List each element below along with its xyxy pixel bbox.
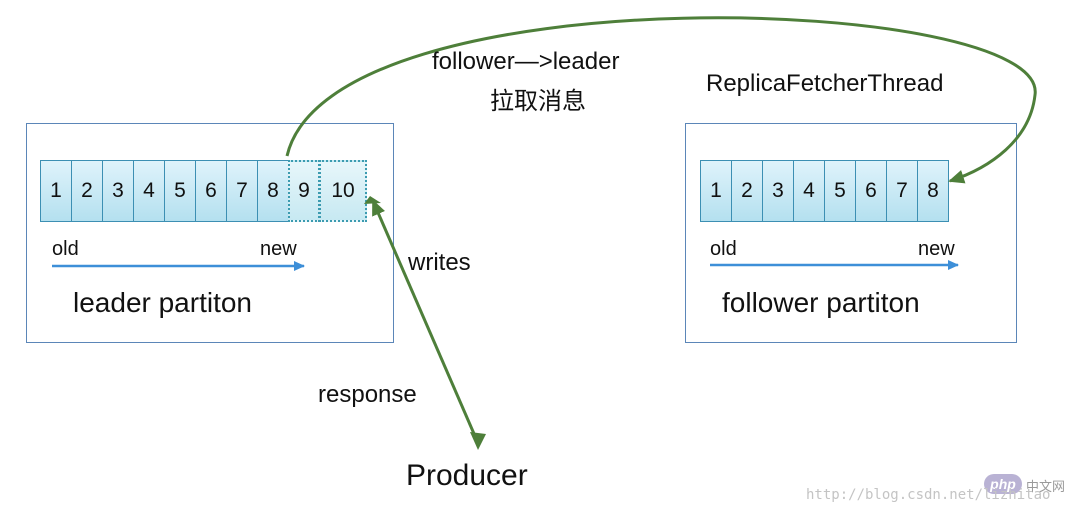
write-arrow-head bbox=[364, 196, 381, 204]
leader-offset-cell: 7 bbox=[226, 160, 258, 222]
follower-offset-cell: 1 bbox=[700, 160, 732, 222]
leader-partition-title: leader partiton bbox=[73, 287, 253, 318]
writes-label: writes bbox=[408, 249, 471, 276]
response-arrow-head bbox=[470, 432, 486, 450]
replica-fetch-arrow bbox=[285, 16, 1037, 184]
leader-offset-cell: 3 bbox=[102, 160, 134, 222]
follower-partition-title: follower partiton bbox=[722, 287, 920, 318]
watermark-url: http://blog.csdn.net/lizhitao bbox=[806, 487, 1051, 503]
follower-new-label: new bbox=[918, 238, 955, 260]
leader-offset-cell: 8 bbox=[257, 160, 289, 222]
php-logo: php bbox=[984, 474, 1022, 494]
leader-offset-cell: 10 bbox=[319, 160, 367, 222]
follower-offset-cell: 7 bbox=[886, 160, 918, 222]
leader-offset-cell: 6 bbox=[195, 160, 227, 222]
replica-fetcher-thread-label: ReplicaFetcherThread bbox=[706, 70, 944, 97]
follower-offset-cell: 3 bbox=[762, 160, 794, 222]
pull-message-label: 拉取消息 bbox=[490, 88, 586, 115]
leader-new-label: new bbox=[260, 238, 297, 260]
pull-direction-label: follower—>leader bbox=[432, 48, 620, 75]
watermark-site-text: 中文网 bbox=[1026, 479, 1066, 494]
follower-offset-cell: 4 bbox=[793, 160, 825, 222]
leader-offset-cell: 5 bbox=[164, 160, 196, 222]
producer-write-arrow bbox=[371, 199, 480, 444]
leader-offset-cell: 1 bbox=[40, 160, 72, 222]
response-label: response bbox=[318, 381, 417, 408]
producer-label: Producer bbox=[406, 459, 528, 492]
follower-old-label: old bbox=[710, 238, 737, 260]
follower-offset-cell: 5 bbox=[824, 160, 856, 222]
leader-partition-box bbox=[26, 123, 394, 343]
follower-offset-cell: 8 bbox=[917, 160, 949, 222]
leader-old-label: old bbox=[52, 238, 79, 260]
follower-partition-box bbox=[685, 123, 1017, 343]
